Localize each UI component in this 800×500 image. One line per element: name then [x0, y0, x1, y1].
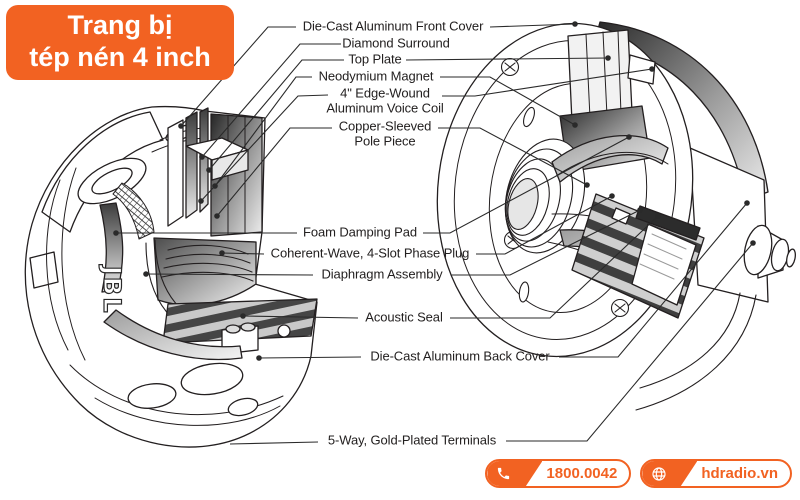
promo-banner-line2: tép nén 4 inch: [29, 41, 211, 72]
label-acoustic-seal: Acoustic Seal: [365, 309, 443, 325]
jbl-logo: JBL: [98, 264, 126, 315]
leader-lines: [116, 23, 754, 445]
label-front-cover: Die-Cast Aluminum Front Cover: [302, 18, 484, 34]
left-driver-illustration: [24, 105, 318, 448]
label-diamond-surround: Diamond Surround: [342, 35, 450, 51]
leader-dots: [113, 21, 756, 361]
label-back-cover: Die-Cast Aluminum Back Cover: [370, 348, 550, 364]
contact-badges: 1800.0042 hdradio.vn: [485, 459, 792, 488]
website-badge-head: [642, 461, 698, 486]
promo-banner-line1: Trang bị: [67, 10, 173, 40]
phone-number: 1800.0042: [546, 465, 618, 482]
label-top-plate: Top Plate: [348, 51, 402, 67]
phone-badge-head: [487, 461, 543, 486]
label-phase-plug: Coherent-Wave, 4-Slot Phase Plug: [270, 245, 470, 261]
label-terminals: 5-Way, Gold-Plated Terminals: [327, 432, 497, 448]
promo-banner: Trang bị tép nén 4 inch: [6, 5, 234, 81]
label-neodymium-magnet: Neodymium Magnet: [318, 68, 434, 84]
phone-badge[interactable]: 1800.0042: [485, 459, 632, 488]
website-domain: hdradio.vn: [701, 465, 778, 482]
phone-icon: [498, 467, 510, 480]
globe-icon: [652, 466, 666, 481]
website-badge[interactable]: hdradio.vn: [640, 459, 792, 488]
label-voice-coil: 4" Edge-Wound Aluminum Voice Coil: [326, 85, 444, 115]
right-driver-illustration: [436, 21, 796, 411]
label-pole-piece: Copper-Sleeved Pole Piece: [338, 118, 432, 148]
label-foam-damping-pad: Foam Damping Pad: [302, 224, 418, 240]
label-diaphragm-assembly: Diaphragm Assembly: [321, 266, 443, 282]
